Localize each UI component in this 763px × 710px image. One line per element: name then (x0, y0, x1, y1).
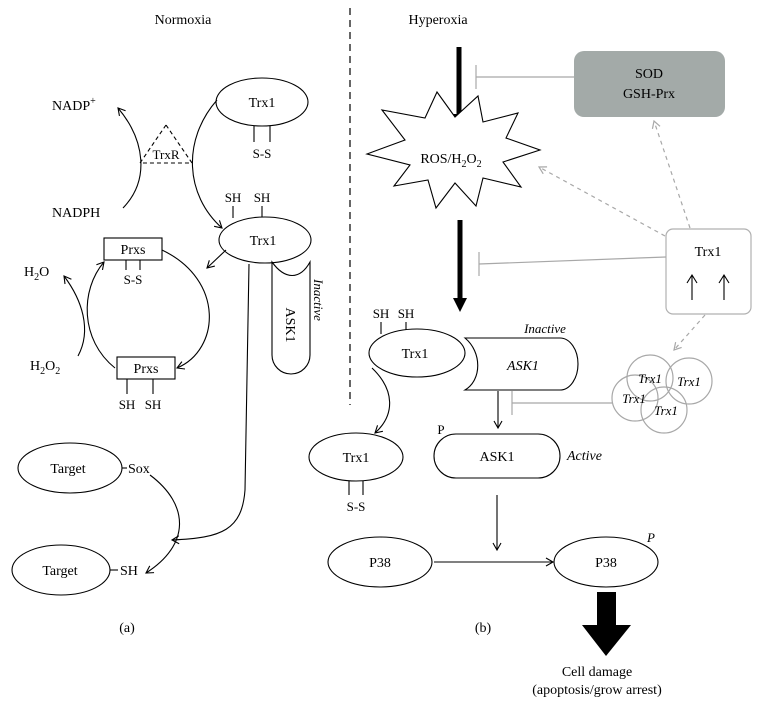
outcome-arrow-shaft (597, 592, 616, 627)
p38-label: P38 (369, 556, 391, 571)
nadph-label: NADPH (52, 206, 100, 221)
ask1-active-label: ASK1 (479, 450, 514, 465)
ros-label: ROS/H2O2 (420, 152, 481, 170)
panel-b-title: Hyperoxia (408, 13, 468, 28)
prxs-cycle-right-arrow (161, 249, 210, 370)
trx1-reduced-node (218, 216, 312, 264)
trx1-reduced-sh-right: SH (254, 190, 271, 205)
trx1-oxidized-bond: S-S (253, 146, 272, 161)
prxs-reduced-sh-right: SH (145, 397, 162, 412)
ask1-phospho: P (437, 422, 444, 437)
target-reduced-label: Target (42, 564, 77, 579)
target-oxidized-label: Target (50, 462, 85, 477)
target-reduced-group: SH (120, 564, 138, 579)
trx1-upregulated-label: Trx1 (695, 245, 722, 260)
ask1-inactive-shape (271, 259, 311, 375)
trx1-to-target-arrow (170, 263, 250, 545)
gsh-prx-label: GSH-Prx (623, 87, 675, 102)
h2o2-label: H2O2 (30, 359, 60, 377)
prxs-oxidized-box (103, 237, 163, 261)
trx1-reduction-arrow (191, 99, 223, 229)
trx1-cluster: Trx1 Trx1 Trx1 Trx1 (611, 354, 713, 434)
target-oxidized-group: Sox (128, 462, 150, 477)
prxs-to-h2o-arrow (63, 275, 86, 357)
target-reduction-arrow (145, 474, 181, 574)
trx1-complex-sh-left: SH (373, 306, 390, 321)
trx1-upregulated-box (665, 228, 752, 315)
cluster-trx1-c-label: Trx1 (622, 391, 646, 406)
p38-phospho-mark: P (646, 530, 655, 545)
ask1-active-state: Active (566, 449, 602, 464)
cluster-trx1-b-label: Trx1 (677, 374, 701, 389)
trx1-complex-label: Trx1 (402, 347, 429, 362)
prxs-reduced-box (116, 356, 176, 380)
prxs-reduced-sh-left: SH (119, 397, 136, 412)
trx1-oxidation-arrow (371, 367, 391, 434)
p38-node (327, 536, 433, 588)
trx1-oxidized-label: Trx1 (249, 96, 276, 111)
trxr-triangle (138, 124, 194, 164)
ask1-bound-state: Inactive (523, 321, 566, 336)
cluster-trx1-a (626, 354, 674, 402)
prxs-oxidized-bond: S-S (124, 272, 143, 287)
h2o-label: H2O (24, 265, 49, 283)
nadp-label: NADP+ (52, 96, 96, 114)
trx1-reduced-sh-left: SH (225, 190, 242, 205)
ask1-active-shape (433, 433, 561, 479)
trx1-oxidized-b-label: Trx1 (343, 451, 370, 466)
trx1-oxidized-b-bond: S-S (347, 499, 366, 514)
prxs-oxidized-label: Prxs (121, 243, 146, 258)
cluster-trx1-a-label: Trx1 (638, 371, 662, 386)
outcome-line-1: Cell damage (562, 665, 632, 680)
cluster-trx1-b (665, 357, 713, 405)
sod-gshprx-box (574, 51, 725, 117)
outcome-line-2: (apoptosis/grow arrest) (532, 683, 662, 698)
trx1-complex-sh-right: SH (398, 306, 415, 321)
ask1-bound-label: ASK1 (506, 359, 539, 374)
nadph-to-nadp-arrow (117, 107, 142, 209)
prxs-cycle-left-arrow (86, 261, 116, 369)
trx1-induces-sod-arrow (651, 119, 691, 229)
panel-b-caption: (b) (475, 621, 492, 636)
trxr-label: TrxR (153, 147, 180, 162)
p38-phospho-node (553, 536, 659, 588)
panel-a-title: Normoxia (155, 13, 213, 28)
ask1-bound-shape (462, 337, 579, 391)
trx1-inhibits-oxidation (478, 256, 667, 265)
trx1-to-prxs-arrow (206, 249, 227, 269)
sod-label: SOD (635, 67, 663, 82)
outcome-arrow-head (582, 625, 631, 656)
panel-a-caption: (a) (119, 621, 135, 636)
ask1-inactive-label: ASK1 (282, 307, 297, 342)
trx1-complex-node (368, 328, 466, 378)
cluster-trx1-d-label: Trx1 (654, 403, 678, 418)
ros-starburst (365, 90, 542, 210)
trx1-to-cluster-arrow (673, 314, 706, 351)
cluster-trx1-d (640, 386, 688, 434)
trx1-to-ros-arrow (537, 166, 666, 237)
trx1-reduced-label: Trx1 (250, 234, 277, 249)
ask1-inactive-state: Inactive (311, 278, 326, 321)
p38-phospho-label: P38 (595, 556, 617, 571)
prxs-reduced-label: Prxs (134, 362, 159, 377)
trx1-oxidized-b-node (308, 432, 404, 482)
cluster-trx1-c (611, 374, 659, 422)
